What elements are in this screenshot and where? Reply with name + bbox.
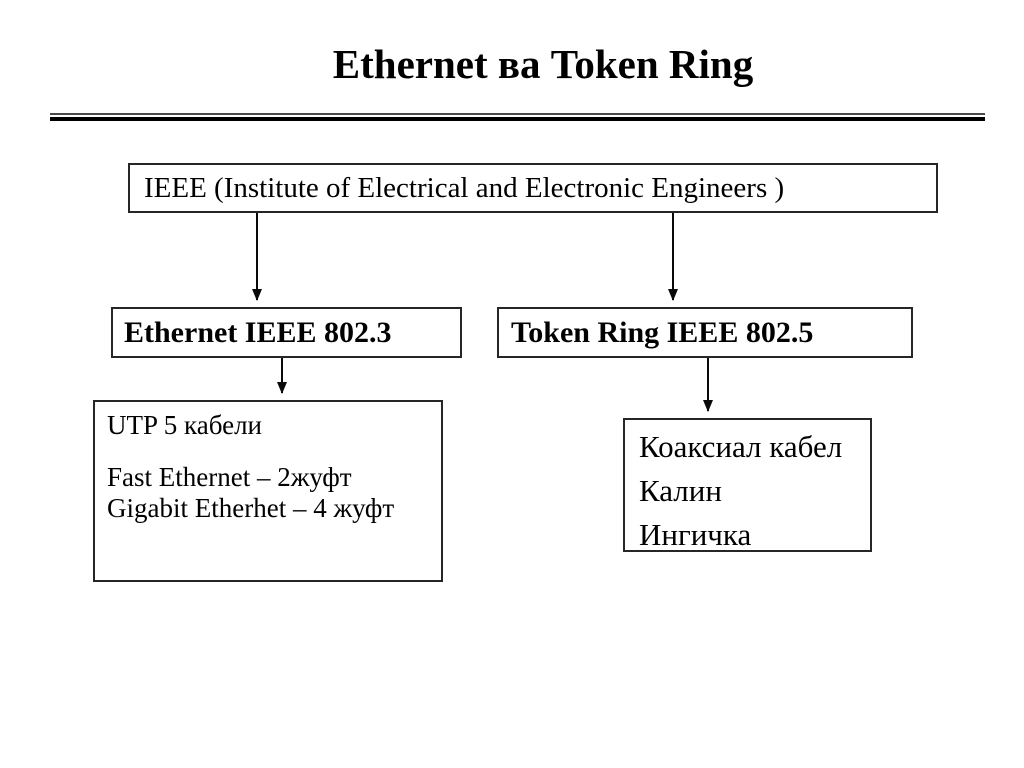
node-ieee-label: IEEE (Institute of Electrical and Electr… [144,172,785,204]
node-ieee: IEEE (Institute of Electrical and Electr… [128,163,938,213]
utp-detail-lines: Fast Ethernet – 2жуфт Gigabit Etherhet –… [107,462,429,524]
coaxial-line-1: Коаксиал кабел [639,429,843,464]
node-ethernet-label: Ethernet IEEE 802.3 [124,316,392,349]
coaxial-line-3: Ингичка [639,517,752,552]
utp-cable-line: UTP 5 кабели [107,410,262,440]
fast-ethernet-line: Fast Ethernet – 2жуфт [107,462,352,492]
node-coaxial-cable: Коаксиал кабел Калин Ингичка [623,418,872,552]
coaxial-line-2: Калин [639,473,722,508]
title-divider-rule [50,113,985,121]
node-token-ring-802-5: Token Ring IEEE 802.5 [497,307,913,358]
node-token-ring-label: Token Ring IEEE 802.5 [511,316,814,349]
gigabit-ethernet-line: Gigabit Etherhet – 4 жуфт [107,493,395,523]
slide-title: Ethernet ва Token Ring [332,41,754,87]
node-ethernet-802-3: Ethernet IEEE 802.3 [111,307,462,358]
node-utp-cables: UTP 5 кабели Fast Ethernet – 2жуфт Gigab… [93,400,443,582]
